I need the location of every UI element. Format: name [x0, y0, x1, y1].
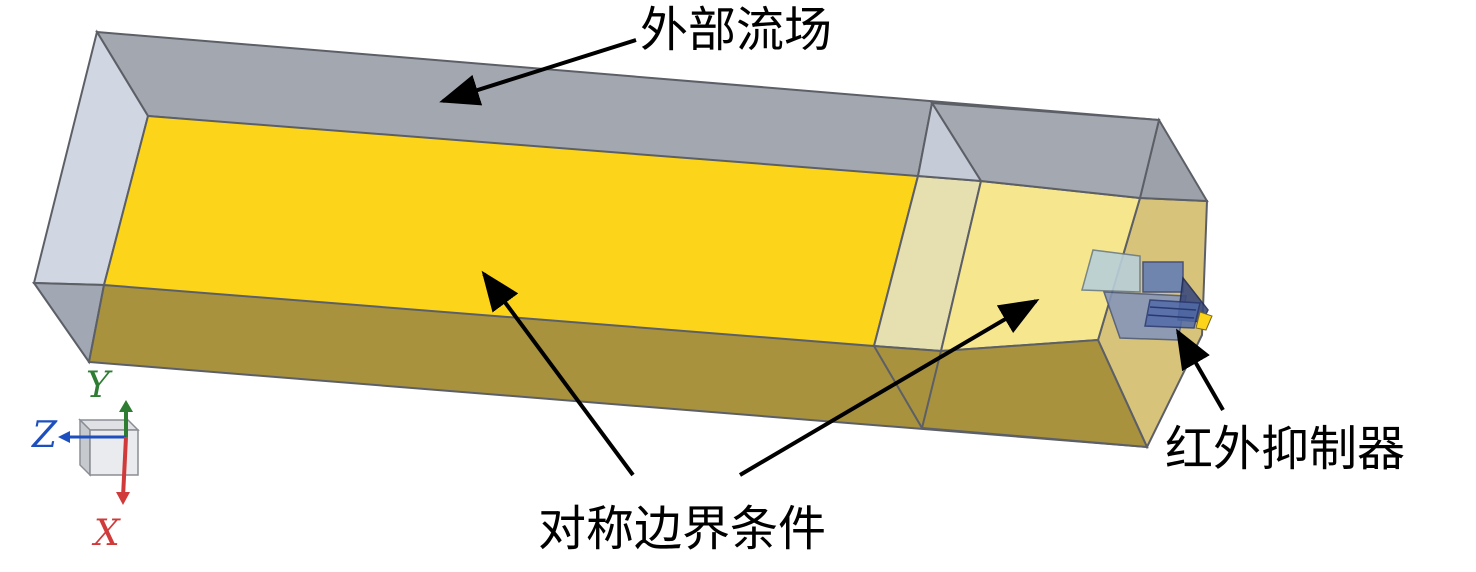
inner-region-edge-face — [916, 100, 983, 183]
label-symmetry-boundary: 对称边界条件 — [538, 501, 827, 557]
axis-triad — [58, 400, 140, 505]
axis-x-line — [121, 436, 128, 498]
axis-y-label: Y — [86, 365, 110, 406]
arrow-outer-flow-field — [439, 38, 637, 106]
axis-z-label: Z — [32, 415, 58, 456]
arrow-symmetry-left — [481, 270, 635, 477]
ir-suppressor-model — [1081, 249, 1213, 341]
axis-x-label: X — [94, 513, 120, 554]
arrow-symmetry-right — [738, 298, 1040, 477]
label-ir-suppressor: 红外抑制器 — [1165, 421, 1406, 477]
arrow-ir-suppressor — [1176, 328, 1225, 411]
label-outer-flow-field: 外部流场 — [640, 2, 833, 58]
inner-region-side-face — [872, 338, 1149, 449]
